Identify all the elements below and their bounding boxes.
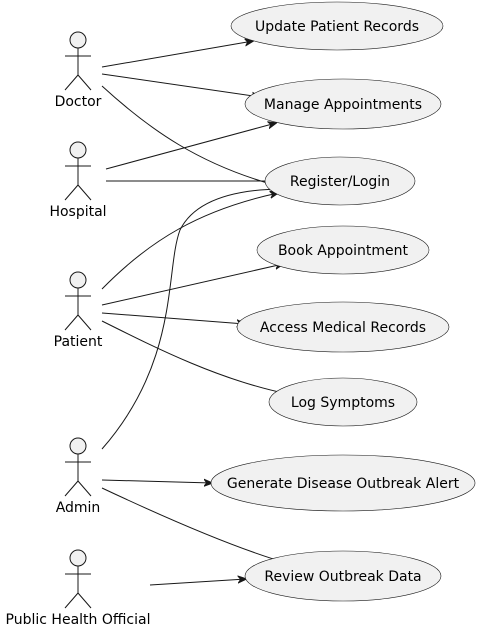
actor-admin: Admin bbox=[56, 437, 101, 516]
stick-figure-icon bbox=[64, 271, 92, 331]
usecase-label: Book Appointment bbox=[278, 243, 409, 259]
actor-label: Admin bbox=[56, 500, 101, 516]
edge-doctor-register-login bbox=[101, 85, 278, 186]
usecase-update-records: Update Patient Records bbox=[230, 1, 444, 51]
actor-doctor: Doctor bbox=[55, 31, 102, 110]
stick-figure-icon bbox=[64, 141, 92, 201]
edge-patient-access-records bbox=[101, 312, 245, 324]
edge-patient-log-symptoms bbox=[101, 320, 288, 394]
actor-label: Patient bbox=[54, 334, 103, 350]
usecase-book-appointment: Book Appointment bbox=[256, 225, 430, 275]
usecase-access-records: Access Medical Records bbox=[236, 301, 450, 353]
actor-public-health-official: Public Health Official bbox=[6, 549, 151, 628]
usecase-label: Register/Login bbox=[290, 174, 390, 190]
usecase-label: Update Patient Records bbox=[255, 19, 419, 35]
edge-doctor-manage-appointments bbox=[101, 73, 260, 97]
usecase-label: Manage Appointments bbox=[264, 97, 422, 113]
associations bbox=[101, 41, 290, 586]
edge-doctor-update-records bbox=[101, 41, 253, 68]
stick-figure-icon bbox=[64, 437, 92, 497]
actor-hospital: Hospital bbox=[49, 141, 107, 220]
stick-figure-icon bbox=[64, 31, 92, 91]
usecase-outbreak-alert: Generate Disease Outbreak Alert bbox=[210, 454, 476, 512]
usecase-register-login: Register/Login bbox=[264, 156, 416, 206]
actor-label: Public Health Official bbox=[6, 612, 151, 628]
usecase-label: Access Medical Records bbox=[260, 320, 426, 336]
actor-patient: Patient bbox=[54, 271, 103, 350]
usecase-manage-appointments: Manage Appointments bbox=[244, 78, 442, 130]
edge-patient-register-login bbox=[101, 193, 278, 290]
usecase-log-symptoms: Log Symptoms bbox=[268, 377, 418, 427]
stick-figure-icon bbox=[64, 549, 92, 609]
usecase-label: Review Outbreak Data bbox=[264, 569, 421, 585]
actors: Doctor Hospital Patient Admin bbox=[6, 31, 151, 628]
actor-label: Doctor bbox=[55, 94, 102, 110]
edge-admin-review-outbreak bbox=[101, 487, 290, 564]
edge-official-review-outbreak bbox=[149, 579, 246, 586]
usecase-label: Log Symptoms bbox=[291, 395, 395, 411]
usecase-review-outbreak: Review Outbreak Data bbox=[244, 550, 442, 602]
use-cases: Update Patient Records Manage Appointmen… bbox=[210, 1, 476, 602]
edge-admin-outbreak-alert bbox=[101, 480, 212, 483]
edge-admin-register-login bbox=[101, 189, 279, 450]
actor-label: Hospital bbox=[49, 204, 106, 220]
edge-patient-book-appointment bbox=[101, 264, 283, 306]
edge-hospital-manage-appointments bbox=[105, 123, 276, 170]
usecase-label: Generate Disease Outbreak Alert bbox=[227, 476, 460, 492]
